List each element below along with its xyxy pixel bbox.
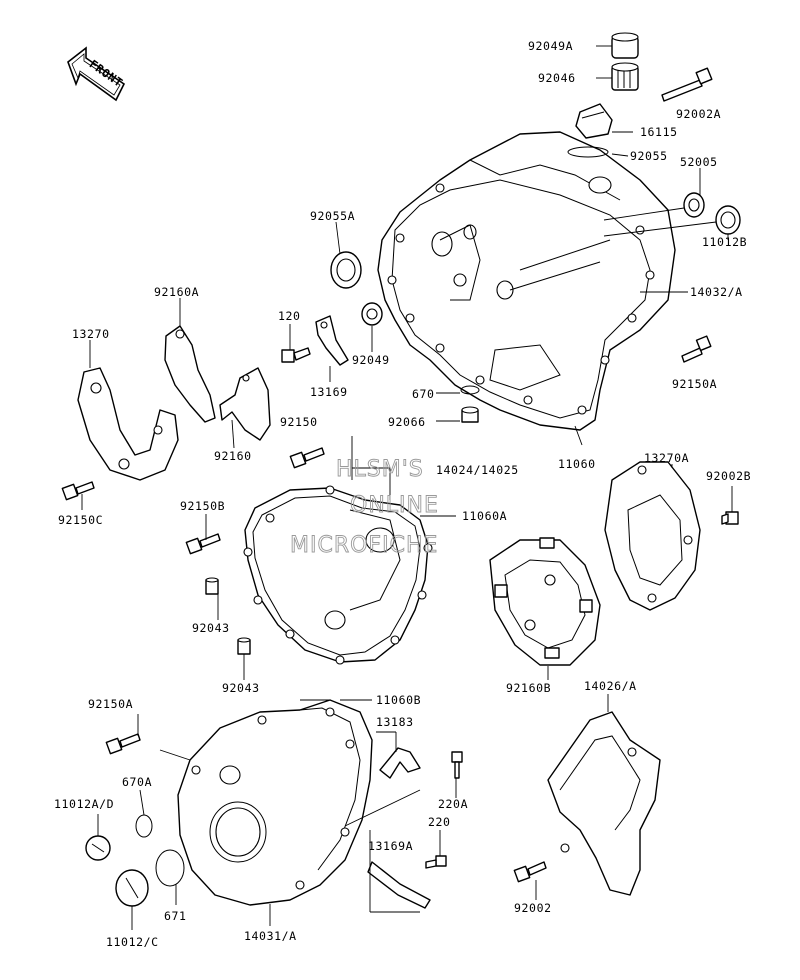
label-92002A: 92002A	[676, 107, 721, 121]
label-92043-b: 92043	[222, 681, 260, 695]
label-13270A: 13270A	[644, 451, 689, 465]
label-13183: 13183	[376, 715, 414, 729]
label-92150A-bottom: 92150A	[88, 697, 133, 711]
label-670: 670	[412, 387, 435, 401]
bolt-220	[425, 855, 447, 869]
seal-92055A	[330, 251, 362, 289]
label-13270: 13270	[72, 327, 110, 341]
label-670A: 670A	[122, 775, 152, 789]
cover-13270A	[604, 461, 701, 611]
label-92150: 92150	[280, 415, 318, 429]
watermark-line-2: ONLINE	[350, 493, 439, 518]
label-13169: 13169	[310, 385, 348, 399]
label-92046: 92046	[538, 71, 576, 85]
oil-cap-16115	[575, 103, 613, 139]
bolt-92002B	[721, 511, 739, 525]
label-92002B: 92002B	[706, 469, 751, 483]
collar-92049	[361, 302, 383, 326]
label-220A: 220A	[438, 797, 468, 811]
label-14031A: 14031/A	[244, 929, 297, 943]
label-11060B: 11060B	[376, 693, 421, 707]
cover-13270	[77, 367, 179, 481]
label-11012AD: 11012A/D	[54, 797, 114, 811]
label-11012B: 11012B	[702, 235, 747, 249]
label-92055A: 92055A	[310, 209, 355, 223]
bearing-92046	[611, 62, 639, 91]
dowel-92043-a	[205, 577, 219, 595]
label-120: 120	[278, 309, 301, 323]
bracket-13169	[315, 315, 349, 366]
friction-plate-92160A	[164, 325, 216, 423]
part-labels: 92049A 92046 92002A 16115 92055 52005 92…	[54, 39, 751, 949]
label-11060: 11060	[558, 457, 596, 471]
front-arrow-icon: FRONT	[67, 46, 126, 102]
label-92160B: 92160B	[506, 681, 551, 695]
label-92066: 92066	[388, 415, 426, 429]
bolt-92150B	[185, 533, 221, 555]
seal-52005	[683, 192, 705, 218]
bolt-92150C	[61, 481, 95, 501]
label-16115: 16115	[640, 125, 678, 139]
o-ring-92055	[567, 146, 609, 158]
label-92150C: 92150C	[58, 513, 103, 527]
watermark: HLSM'S ONLINE MICROFICHE	[290, 457, 439, 559]
bolt-92002	[513, 861, 547, 883]
friction-plate-92160B	[489, 537, 601, 666]
plug-92066	[461, 406, 479, 423]
bolt-92150	[289, 447, 325, 469]
label-14032A: 14032/A	[690, 285, 743, 299]
dowel-92043-b	[237, 637, 251, 655]
collar-92049A	[611, 32, 639, 59]
label-671: 671	[164, 909, 187, 923]
bolt-120	[281, 347, 311, 363]
plug-11012AD	[85, 835, 111, 861]
bolt-220A	[451, 751, 463, 779]
bolt-92150A-bottom	[105, 733, 141, 755]
label-92049A: 92049A	[528, 39, 573, 53]
label-52005: 52005	[680, 155, 718, 169]
label-14026A: 14026/A	[584, 679, 637, 693]
o-ring-671	[155, 849, 185, 887]
o-ring-670A	[135, 814, 153, 838]
bracket-13183	[379, 747, 421, 779]
bolt-92002A	[661, 67, 713, 102]
cover-14024	[243, 485, 433, 665]
label-92055: 92055	[630, 149, 668, 163]
label-92150A-top: 92150A	[672, 377, 717, 391]
friction-plate-92160	[219, 367, 271, 441]
label-92150B: 92150B	[180, 499, 225, 513]
plug-11012B	[715, 205, 741, 235]
generator-cover-14031	[177, 699, 373, 906]
bolt-92150A-right	[681, 335, 712, 363]
watermark-line-1: HLSM'S	[336, 457, 424, 482]
label-11012C: 11012/C	[106, 935, 159, 949]
label-220: 220	[428, 815, 451, 829]
label-11060A: 11060A	[462, 509, 507, 523]
sprocket-cover-14026	[547, 711, 661, 896]
label-92160A: 92160A	[154, 285, 199, 299]
leader-lines	[81, 45, 733, 930]
label-14024-14025: 14024/14025	[436, 463, 519, 477]
label-92043-a: 92043	[192, 621, 230, 635]
label-13169A: 13169A	[368, 839, 413, 853]
guide-13169A	[367, 861, 431, 909]
plug-11012C	[115, 869, 149, 907]
label-92049: 92049	[352, 353, 390, 367]
watermark-line-3: MICROFICHE	[290, 533, 438, 558]
clutch-cover-14032	[377, 131, 676, 431]
label-92160: 92160	[214, 449, 252, 463]
label-92002: 92002	[514, 901, 552, 915]
